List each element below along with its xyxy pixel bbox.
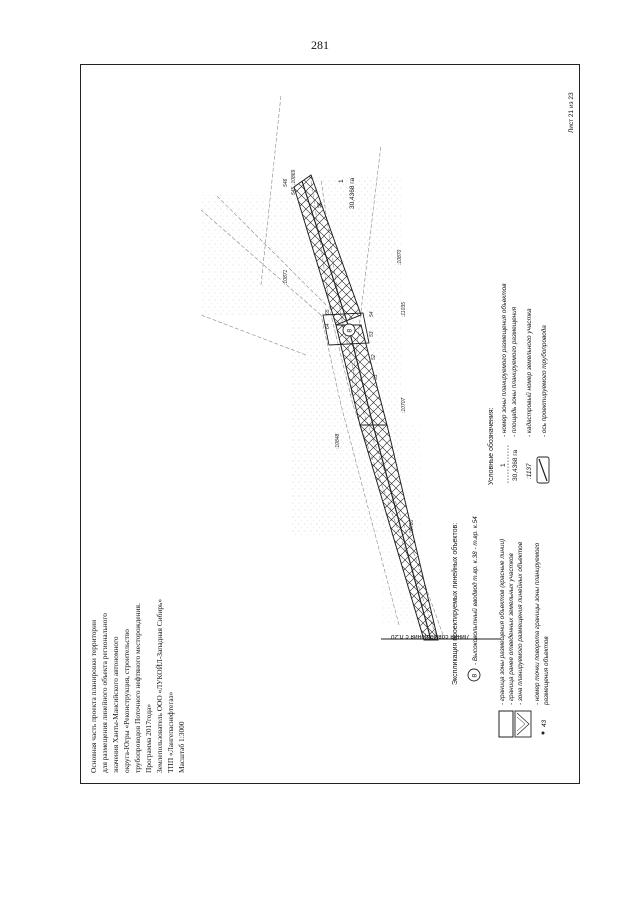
map-labels: :10869 :10870 :11035 :10707 :10780 :1087…	[283, 169, 415, 535]
planned-corridor	[293, 174, 439, 641]
point-marker-label: 43	[541, 719, 548, 727]
legend-item-text: - ось проектируемого трубопровода	[540, 325, 548, 437]
legend-item-text: - зона планируемого размещения линейных …	[516, 541, 524, 705]
point-label: 545	[291, 186, 297, 195]
point-label: 65	[325, 309, 331, 315]
combination-line: Линия совмещения с л.20	[381, 633, 501, 640]
title-block: Основная часть проекта планировки террит…	[89, 599, 186, 773]
explication-heading: Экспликация проектируемых линейных объек…	[451, 523, 459, 685]
legend-item-text: - номер точки поворота границы зоны план…	[534, 542, 541, 705]
pipeline-axis	[301, 180, 432, 641]
zone-area-label: 30,4368 га	[349, 177, 356, 209]
legend: Условные обозначения: - граница зоны раз…	[487, 283, 550, 738]
title-line: значения Ханты-Мансийского автономного	[111, 636, 120, 773]
point-label: 51	[373, 374, 379, 380]
legend-heading: Условные обозначения:	[487, 407, 495, 485]
legend-item-text: - граница ранее отведенных земельных уча…	[507, 552, 515, 705]
legend-sample-zone-number: 1	[500, 463, 507, 467]
cadastral-label: :10707	[401, 397, 407, 413]
point-marker-icon	[541, 731, 545, 735]
point-label: 546	[283, 178, 289, 187]
map-sheet-rotated: Основная часть проекта планировки террит…	[81, 65, 579, 783]
title-line: Землепользователь ООО «ЛУКОЙЛ-Западная С…	[155, 599, 164, 773]
cadastral-label: :10869	[291, 169, 297, 185]
hatched-triangle-icon	[514, 710, 532, 738]
object-marker-label: 8	[347, 329, 354, 333]
legend-sample-cadastral: :1137	[526, 463, 533, 479]
cadastral-label: :10871	[283, 269, 289, 285]
legend-item-text: - площадь зоны планируемого размещения	[510, 306, 518, 437]
cadastral-label: :10870	[397, 249, 403, 265]
rectangle-outline-icon	[498, 710, 514, 738]
page-number: 281	[311, 38, 329, 52]
legend-item-text: - номер зоны планируемого размещения объ…	[500, 283, 508, 437]
point-label: 53	[369, 331, 375, 337]
title-line: округа-Югры «Реконструкция, строительств…	[122, 629, 131, 773]
point-label: 54	[369, 311, 375, 317]
zone-number-label: 1	[338, 179, 345, 183]
combination-line-label: Линия совмещения с л.20	[390, 633, 469, 640]
explication-marker-label: 8	[472, 674, 479, 678]
cadastral-label: :10780	[409, 519, 415, 535]
legend-item-text: - граница зоны размещения объектов (крас…	[498, 539, 506, 705]
planning-map: Основная часть проекта планировки террит…	[89, 92, 575, 773]
explication-marker-icon	[467, 668, 481, 682]
explication-item: - Высоковольтный вводвод т.вр. к.38 - т.…	[471, 516, 479, 665]
explication: Экспликация проектируемых линейных объек…	[451, 516, 481, 685]
pipeline-axis-icon	[536, 456, 550, 484]
cadastral-label: :10848	[335, 433, 341, 449]
point-label: 55	[317, 202, 323, 208]
title-line: Программа 2017года»	[144, 704, 153, 773]
map-sheet: Основная часть проекта планировки террит…	[80, 64, 580, 784]
scale-label: Масштаб 1:3000	[177, 721, 186, 773]
legend-sample-zone-area: 30,4368 га	[512, 449, 519, 481]
sheet-label: Лист 21 из 23	[568, 92, 575, 133]
title-line: трубопроводов Поточного нефтяного местор…	[133, 603, 142, 773]
title-line: ТПП «Лангепаснефтегаз»	[166, 691, 175, 773]
legend-item-text: - кадастровый номер земельного участка	[525, 308, 533, 437]
cadastral-label: :11035	[401, 302, 407, 317]
title-line: Основная часть проекта планировки террит…	[89, 620, 98, 773]
point-label: 52	[371, 354, 377, 360]
legend-item-text: размещения объектов	[542, 636, 550, 706]
object-marker-icon	[342, 323, 356, 337]
title-line: для размещения линейного объекта региона…	[100, 613, 109, 773]
point-label: 64	[325, 323, 331, 329]
